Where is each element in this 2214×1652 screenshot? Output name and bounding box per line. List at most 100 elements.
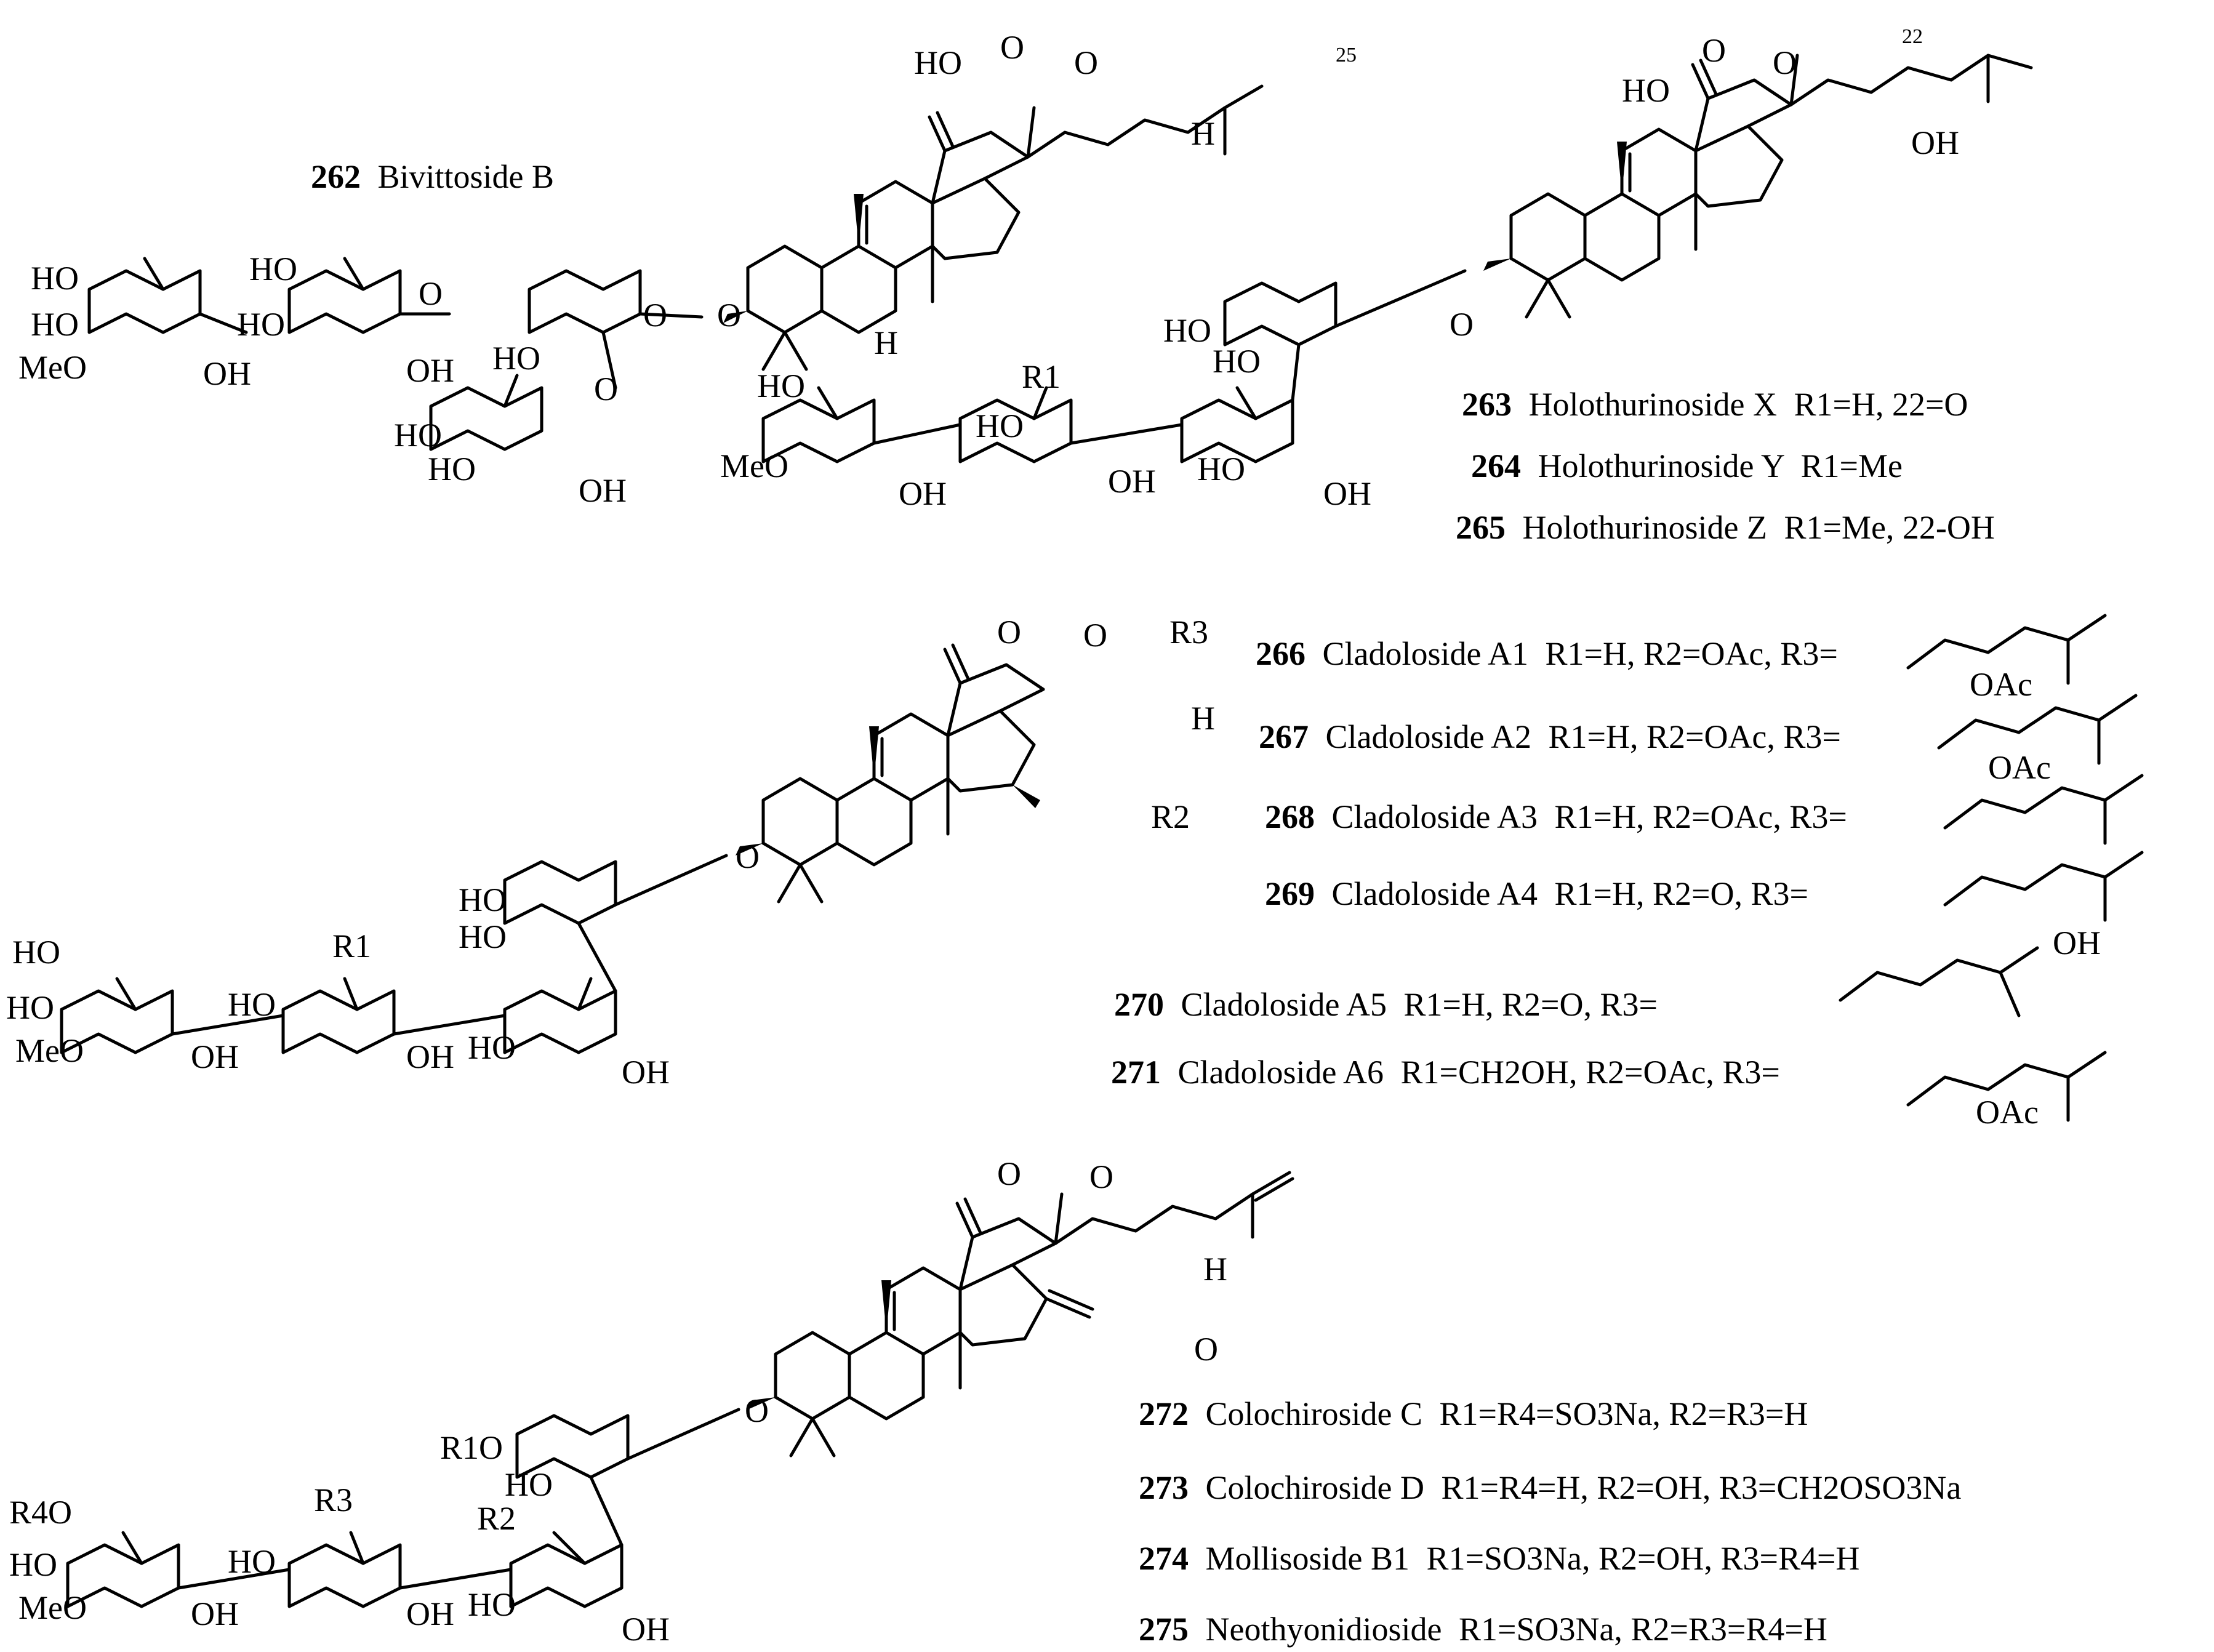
- compound-name: Holothurinoside X: [1529, 386, 1777, 423]
- carbonyl-bond: [963, 1197, 982, 1235]
- ring-a-bond: [1509, 192, 1587, 282]
- ring-c-bond: [884, 1266, 962, 1356]
- glycosidic-bond: [398, 1568, 513, 1590]
- compound-label: 271 Cladoloside A6 R1=CH2OH, R2=OAc, R3=: [1111, 1054, 1780, 1091]
- ring-c-bond: [872, 712, 950, 802]
- methyl-bond: [798, 863, 824, 904]
- structure-262: HO O O H 25 H O HO HO MeO OH HO HO OH HO…: [18, 29, 1357, 509]
- atom-o: O: [594, 371, 618, 407]
- methyl-wedge: [869, 726, 879, 779]
- atom-ho: HO: [757, 367, 805, 404]
- sugar-ring: [1223, 281, 1338, 347]
- ch2oh-bond: [343, 257, 365, 291]
- r3-side-chain: [1943, 851, 2144, 907]
- ch2oh-bond: [817, 386, 839, 420]
- methyl-bond: [1546, 278, 1571, 319]
- atom-o: O: [419, 275, 443, 312]
- glycosidic-bond: [1291, 343, 1301, 402]
- atom-r1o: R1O: [440, 1429, 503, 1466]
- atom-o: O: [1074, 44, 1098, 81]
- compound-name: Cladoloside A4: [1332, 875, 1538, 912]
- atom-r1: R1: [1022, 358, 1061, 395]
- methyl-wedge: [881, 1280, 891, 1333]
- ring-d-bond: [1694, 124, 1784, 208]
- sugar-ring: [1180, 398, 1294, 463]
- atom-o: O: [1702, 32, 1726, 69]
- methyl-wedge: [854, 194, 864, 246]
- compound-desc: R1=SO3Na, R2=R3=R4=H: [1459, 1611, 1827, 1648]
- methyl-bond: [577, 977, 593, 1011]
- atom-oh: OH: [2053, 924, 2101, 961]
- atom-r3: R3: [1169, 614, 1208, 651]
- compound-label: 273 Colochiroside D R1=R4=H, R2=OH, R3=C…: [1139, 1469, 1961, 1506]
- r3-side-chain: [1999, 971, 2021, 1017]
- compound-number: 271: [1111, 1054, 1161, 1091]
- compound-label: 267 Cladoloside A2 R1=H, R2=OAc, R3=: [1259, 718, 1841, 755]
- ring-b-bond: [848, 1331, 925, 1421]
- atom-ho: HO: [6, 989, 54, 1026]
- sugar-ring: [429, 386, 543, 451]
- compound-label: 266 Cladoloside A1 R1=H, R2=OAc, R3=: [1256, 635, 1838, 672]
- r1-bond: [343, 977, 359, 1011]
- glycosidic-bond: [614, 854, 728, 907]
- ch2oh-bond: [115, 977, 137, 1011]
- compound-number: 262: [311, 158, 361, 195]
- compound-number: 270: [1114, 986, 1164, 1023]
- atom-ho: HO: [228, 986, 276, 1023]
- ring-d-bond: [931, 177, 1021, 260]
- methyl-bond: [1789, 54, 1799, 106]
- compound-number: 273: [1139, 1469, 1189, 1506]
- atom-ho: HO: [1163, 312, 1211, 349]
- r1-bond: [1032, 386, 1048, 420]
- compound-desc: R1=H, R2=O, R3=: [1404, 986, 1658, 1023]
- carbonyl-bond: [951, 643, 970, 681]
- atom-o: O: [997, 1155, 1021, 1192]
- compound-label: 270 Cladoloside A5 R1=H, R2=O, R3=: [1114, 986, 1658, 1023]
- atom-oac: OAc: [1970, 666, 2032, 703]
- compound-desc: R1=H, R2=OAc, R3=: [1549, 718, 1841, 755]
- compound-number: 267: [1259, 718, 1309, 755]
- compound-desc: R1=R4=SO3Na, R2=R3=H: [1439, 1395, 1808, 1432]
- compound-number: 269: [1265, 875, 1315, 912]
- glycosidic-bond: [577, 921, 617, 993]
- compound-name: Cladoloside A6: [1178, 1054, 1384, 1091]
- atom-oh: OH: [406, 1595, 454, 1632]
- methyl-bond: [1054, 1192, 1064, 1245]
- ring-c-bond: [1620, 127, 1698, 217]
- side-chain: [1026, 84, 1264, 159]
- glycosidic-bond: [589, 1475, 624, 1547]
- carbonyl-bond: [1045, 1297, 1091, 1319]
- atom-ho: HO: [459, 881, 507, 918]
- atom-ho: HO: [12, 934, 60, 971]
- compound-label: 265 Holothurinoside Z R1=Me, 22-OH: [1456, 509, 1995, 546]
- side-chain: [1254, 1177, 1294, 1202]
- sugar-ring: [509, 1543, 624, 1608]
- compound-number: 274: [1139, 1540, 1189, 1577]
- atom-r2: R2: [477, 1500, 516, 1537]
- atom-ho: HO: [394, 417, 442, 454]
- atom-ho: HO: [31, 306, 79, 343]
- glycosidic-bond: [177, 1568, 291, 1590]
- atom-o: O: [1083, 617, 1107, 654]
- atom-ho: HO: [31, 260, 79, 297]
- atom-r4o: R4O: [9, 1494, 72, 1531]
- carbonyl-bond: [1691, 63, 1710, 100]
- sugar-ring: [503, 860, 617, 925]
- atom-oh: OH: [191, 1038, 239, 1075]
- carbonyl-bond: [1048, 1289, 1094, 1311]
- compound-desc: R1=Me, 22-OH: [1784, 509, 1994, 546]
- methyl-bond: [811, 1417, 836, 1458]
- compound-name: Cladoloside A2: [1326, 718, 1532, 755]
- r3-side-chain: [1937, 694, 2138, 750]
- glycosidic-bond: [638, 312, 704, 319]
- compound-number: 272: [1139, 1395, 1189, 1432]
- ch2oh-bond: [143, 257, 165, 291]
- compound-label: 269 Cladoloside A4 R1=H, R2=O, R3=: [1265, 875, 1808, 912]
- atom-ho: HO: [505, 1466, 553, 1503]
- ch2oh-bond: [121, 1531, 143, 1565]
- atom-ho: HO: [976, 407, 1024, 444]
- atom-ho: HO: [237, 306, 285, 343]
- methyl-bond: [777, 863, 802, 904]
- ring-c-bond: [857, 180, 934, 270]
